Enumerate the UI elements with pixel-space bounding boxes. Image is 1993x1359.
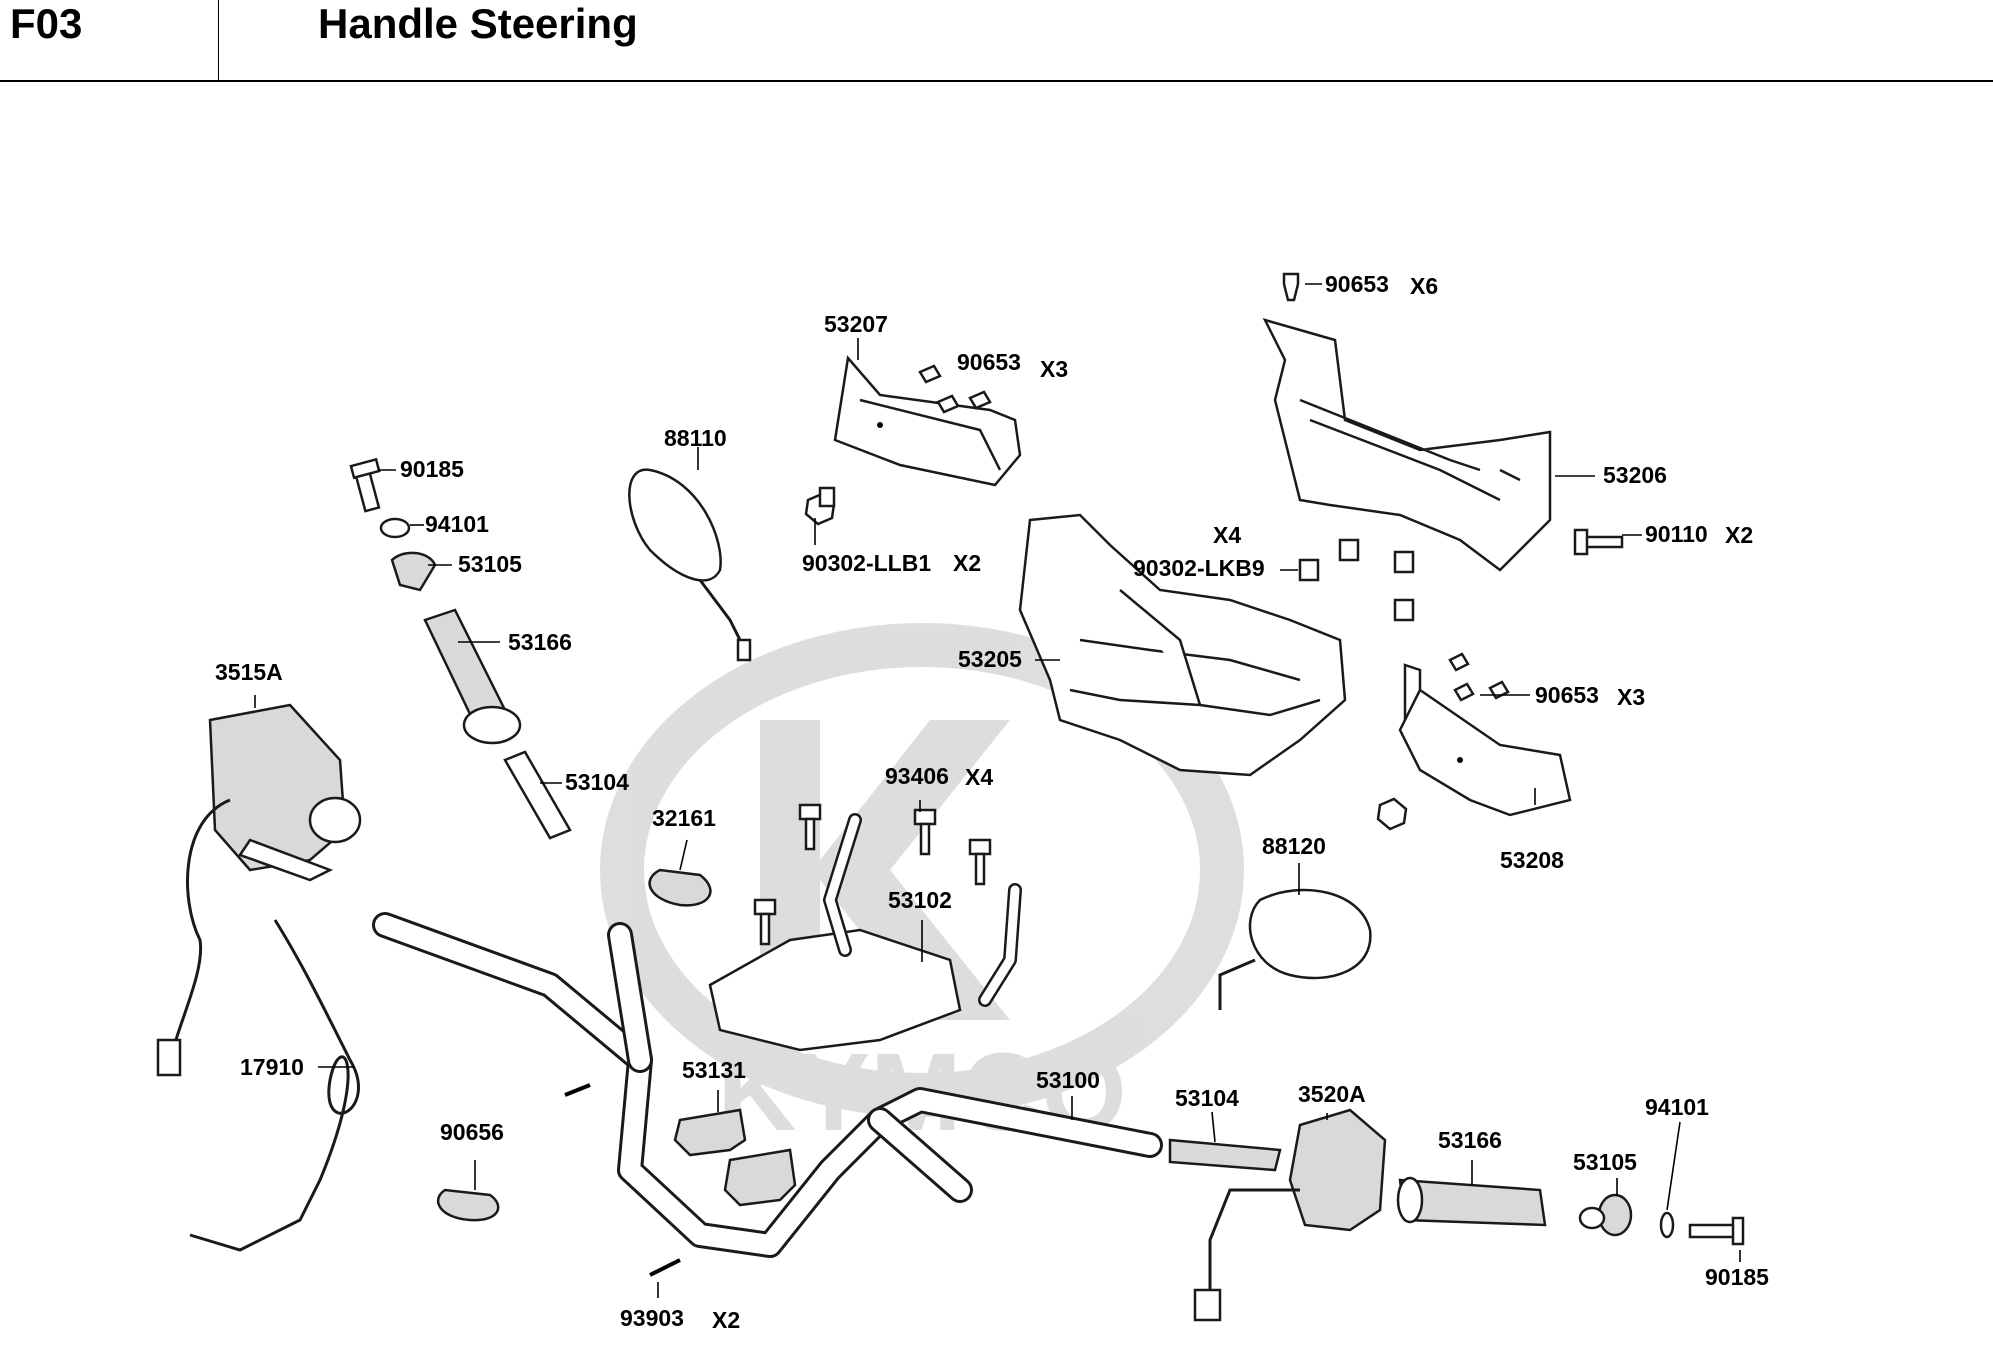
- part-53205-meter-cover: [1018, 513, 1347, 777]
- part-88120-mirror: [1218, 888, 1372, 1010]
- label-53207: 53207: [824, 311, 888, 337]
- part-53104-tube-left: [503, 750, 572, 840]
- part-88110-mirror: [628, 468, 752, 662]
- label-90185-right: 90185: [1705, 1264, 1769, 1290]
- label-90185-left: 90185: [400, 456, 464, 482]
- part-3520a-switch: [1193, 1108, 1387, 1322]
- part-90653-clips-right: [1376, 652, 1510, 831]
- label-90656: 90656: [440, 1119, 504, 1145]
- label-x4-lkb9: X4: [1213, 522, 1241, 548]
- label-90653-top: 90653: [1325, 271, 1389, 297]
- part-32161-band: [648, 868, 712, 907]
- part-90302-llb1-bolt: [804, 486, 836, 526]
- label-53105-right: 53105: [1573, 1149, 1637, 1175]
- label-93903: 93903: [620, 1305, 684, 1331]
- label-53131: 53131: [682, 1057, 746, 1083]
- page-title: Handle Steering: [318, 0, 638, 47]
- label-90653-mid: 90653: [957, 349, 1021, 375]
- label-x2-90110: X2: [1725, 522, 1753, 548]
- part-90656-band: [436, 1188, 500, 1222]
- part-53207-cover: [833, 355, 1022, 487]
- label-x2-93903: X2: [712, 1307, 740, 1333]
- page-header: F03 Handle Steering: [0, 0, 1993, 82]
- label-53105-left: 53105: [458, 551, 522, 577]
- part-90653-clip-top: [1282, 272, 1300, 302]
- label-x4-93406: X4: [965, 764, 993, 790]
- part-90653-clips-mid: [918, 364, 992, 414]
- section-code: F03: [10, 0, 83, 47]
- label-x6: X6: [1410, 273, 1438, 299]
- label-53205: 53205: [958, 646, 1022, 672]
- label-53166-right: 53166: [1438, 1127, 1502, 1153]
- label-53104-left: 53104: [565, 769, 629, 795]
- part-93903-screws: [564, 1083, 681, 1277]
- part-53105-weight-left: [390, 551, 437, 592]
- part-90110-screw: [1573, 528, 1624, 556]
- label-53166-left: 53166: [508, 629, 572, 655]
- label-94101-right: 94101: [1645, 1094, 1709, 1120]
- label-3520a: 3520A: [1298, 1081, 1366, 1107]
- label-53102: 53102: [888, 887, 952, 913]
- label-x3-right: X3: [1617, 684, 1645, 710]
- leader-lines: [254, 283, 1741, 1298]
- part-94101-washer-right: [1659, 1211, 1675, 1239]
- part-53105-weight-right: [1578, 1193, 1633, 1237]
- label-17910: 17910: [240, 1054, 304, 1080]
- label-x3-mid: X3: [1040, 356, 1068, 382]
- label-90653-right: 90653: [1535, 682, 1599, 708]
- exploded-parts-diagram: KYMCO: [156, 271, 1769, 1333]
- part-53102-holder: [708, 813, 1022, 1052]
- part-53104-tube-right: [1168, 1138, 1282, 1172]
- part-53206-cover: [1262, 318, 1552, 572]
- part-53166-grip-right: [1396, 1176, 1547, 1227]
- label-90110: 90110: [1645, 521, 1708, 547]
- label-53206: 53206: [1603, 462, 1667, 488]
- label-53208: 53208: [1500, 847, 1564, 873]
- part-90185-screw-right: [1688, 1216, 1745, 1246]
- header-divider: [218, 0, 219, 80]
- label-x2-llb1: X2: [953, 550, 981, 576]
- part-labels: 90653 X6 53207 90653 X3 88110 90185 9410…: [215, 271, 1769, 1333]
- part-53131-clamps: [673, 1108, 797, 1207]
- part-53100-handlebar: [372, 912, 1163, 1258]
- part-53208-cover: [1398, 663, 1572, 817]
- label-3515a: 3515A: [215, 659, 283, 685]
- label-90302-lkb9: 90302-LKB9: [1133, 555, 1265, 581]
- part-17910-wire: [156, 798, 360, 1252]
- label-90302-llb1: 90302-LLB1: [802, 550, 931, 576]
- label-32161: 32161: [652, 805, 716, 831]
- part-93406-bolts: [753, 803, 992, 946]
- part-3515a-master-cylinder: [208, 703, 362, 882]
- part-90302-lkb9-nuts: [1298, 538, 1415, 622]
- label-93406: 93406: [885, 763, 949, 789]
- label-53100: 53100: [1036, 1067, 1100, 1093]
- part-90185-screw-left: [349, 457, 381, 513]
- label-88120: 88120: [1262, 833, 1326, 859]
- part-94101-washer-left: [379, 517, 411, 539]
- label-88110: 88110: [664, 425, 727, 451]
- label-94101-left: 94101: [425, 511, 489, 537]
- label-53104-right: 53104: [1175, 1085, 1239, 1111]
- part-53166-grip-left: [423, 608, 522, 745]
